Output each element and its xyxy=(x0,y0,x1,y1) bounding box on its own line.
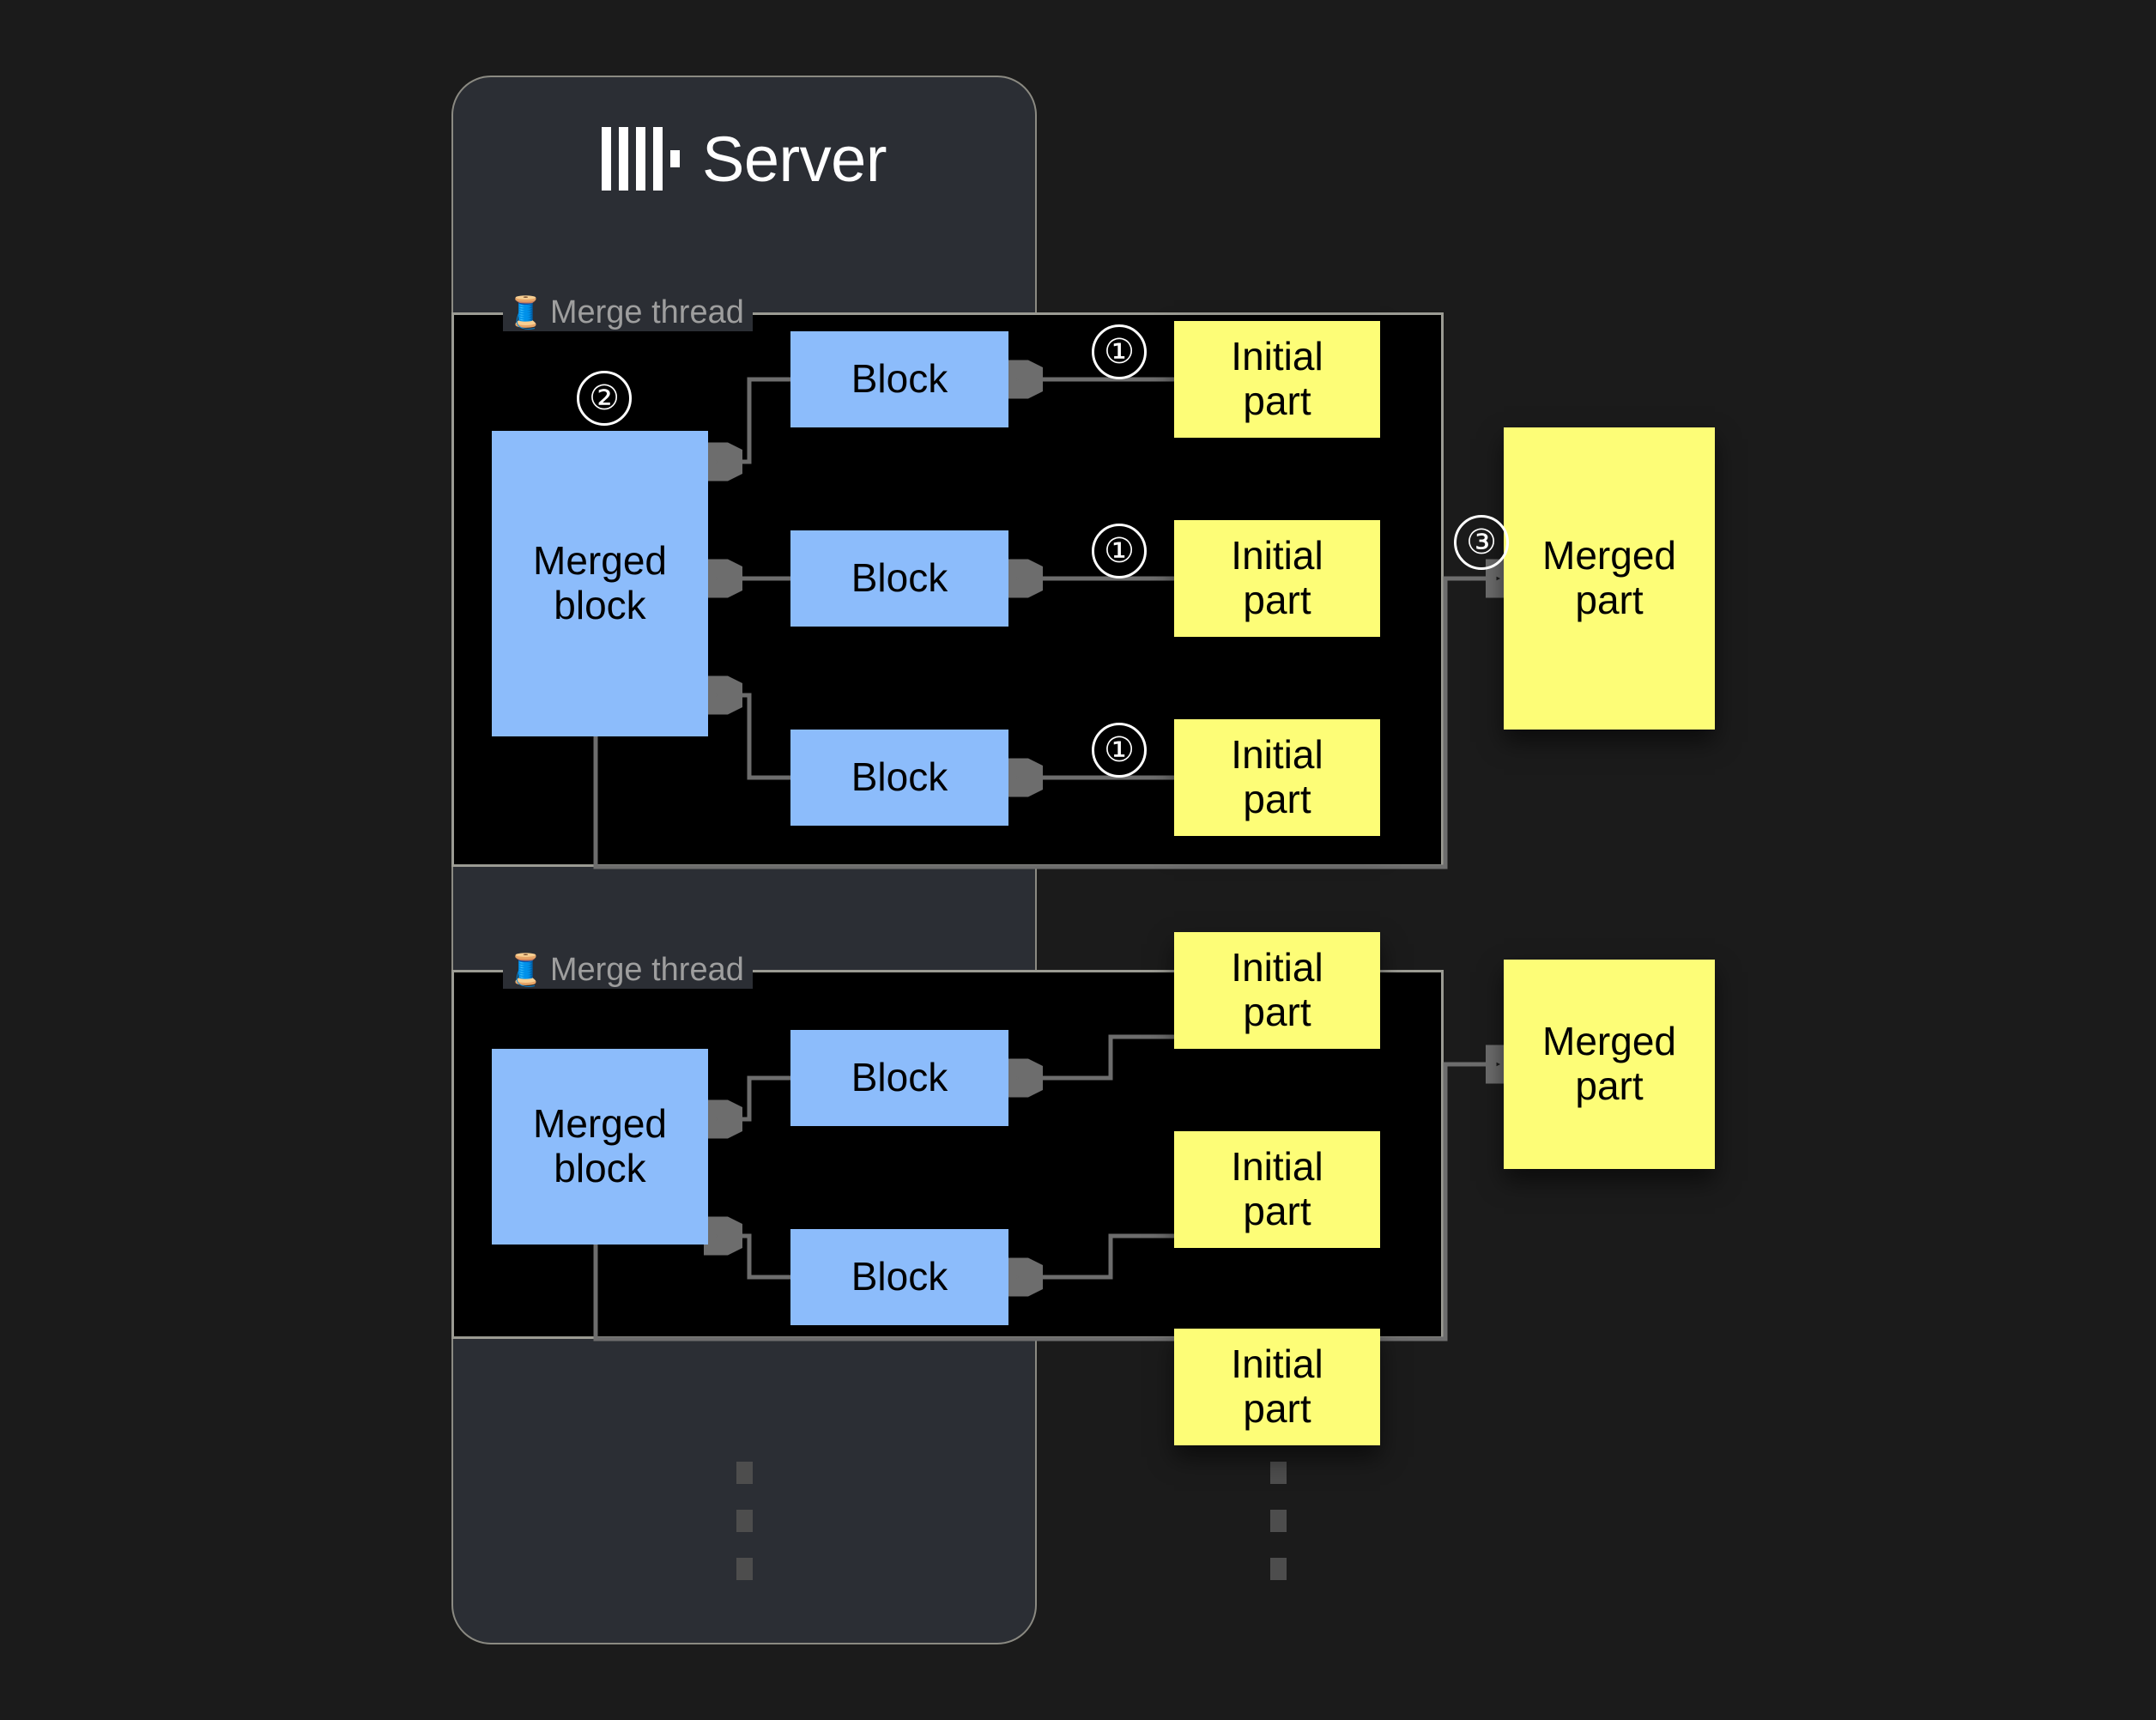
server-title-text: Server xyxy=(702,123,887,195)
merged-part-1: Merged part xyxy=(1504,427,1715,730)
step-3-write-badge: ③ xyxy=(1454,515,1509,570)
initial-part-1-3-label: Initial part xyxy=(1231,732,1323,821)
initial-part-1-1-label: Initial part xyxy=(1231,334,1323,423)
initial-part-2-1-label: Initial part xyxy=(1231,945,1323,1034)
server-ellipsis-dots xyxy=(736,1462,753,1580)
merge-thread-2-label: 🧵 Merge thread xyxy=(503,951,753,989)
initial-part-2-2: Initial part xyxy=(1174,1131,1380,1248)
step-1-ingest-badge-c: ① xyxy=(1092,723,1147,778)
initial-part-1-2: Initial part xyxy=(1174,520,1380,637)
merged-part-2-label: Merged part xyxy=(1542,1019,1676,1108)
initial-part-1-1: Initial part xyxy=(1174,321,1380,438)
parts-ellipsis-dots xyxy=(1270,1462,1287,1580)
block-1-1: Block xyxy=(790,331,1008,427)
merged-block-2: Merged block xyxy=(492,1049,708,1245)
block-2-2-label: Block xyxy=(851,1254,948,1299)
initial-part-2-3-label: Initial part xyxy=(1231,1341,1323,1431)
merge-thread-2-label-text: Merge thread xyxy=(549,952,744,988)
step-1-ingest-badge-a: ① xyxy=(1092,324,1147,379)
clickhouse-logo-icon xyxy=(602,127,681,191)
block-1-1-label: Block xyxy=(851,356,948,402)
block-2-1-label: Block xyxy=(851,1055,948,1100)
ellipsis-dot xyxy=(1270,1510,1287,1532)
thread-spool-icon: 🧵 xyxy=(506,952,545,987)
ellipsis-dot xyxy=(1270,1462,1287,1484)
initial-part-2-1: Initial part xyxy=(1174,932,1380,1049)
step-2-merge-badge: ② xyxy=(577,371,632,426)
ellipsis-dot xyxy=(1270,1558,1287,1580)
block-1-2: Block xyxy=(790,530,1008,627)
merged-block-1-label: Merged block xyxy=(533,538,667,627)
initial-part-1-2-label: Initial part xyxy=(1231,533,1323,622)
initial-part-2-3: Initial part xyxy=(1174,1329,1380,1445)
block-1-3: Block xyxy=(790,730,1008,826)
thread-spool-icon: 🧵 xyxy=(506,294,545,330)
ellipsis-dot xyxy=(736,1558,753,1580)
block-1-2-label: Block xyxy=(851,555,948,601)
initial-part-2-2-label: Initial part xyxy=(1231,1144,1323,1233)
merge-thread-1-label-text: Merge thread xyxy=(549,294,744,330)
block-2-2: Block xyxy=(790,1229,1008,1325)
initial-part-1-3: Initial part xyxy=(1174,719,1380,836)
merged-block-2-label: Merged block xyxy=(533,1101,667,1190)
block-2-1: Block xyxy=(790,1030,1008,1126)
merged-part-2: Merged part xyxy=(1504,960,1715,1169)
server-title: Server xyxy=(451,112,1037,206)
ellipsis-dot xyxy=(736,1510,753,1532)
step-1-ingest-badge-b: ① xyxy=(1092,524,1147,578)
merge-thread-1-label: 🧵 Merge thread xyxy=(503,294,753,331)
merged-block-1: Merged block xyxy=(492,431,708,736)
block-1-3-label: Block xyxy=(851,754,948,800)
merged-part-1-label: Merged part xyxy=(1542,533,1676,622)
ellipsis-dot xyxy=(736,1462,753,1484)
